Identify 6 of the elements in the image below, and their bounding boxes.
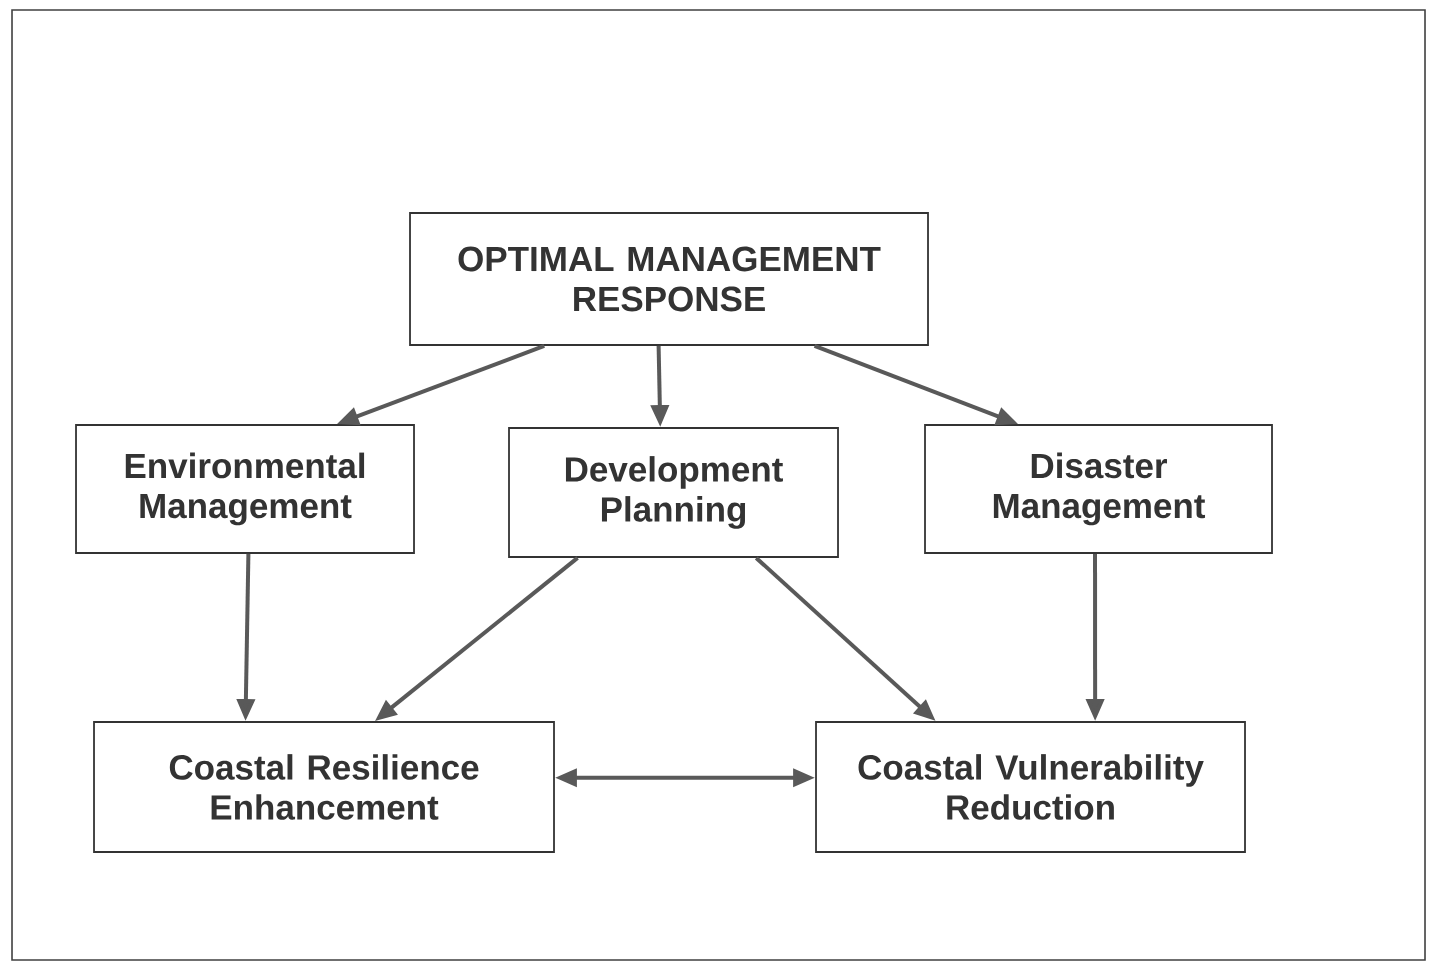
process-box: OPTIMAL MANAGEMENT RESPONSE: [409, 212, 929, 346]
process-box: Disaster Management: [924, 424, 1273, 554]
process-box: Development Planning: [508, 427, 839, 558]
process-box: Coastal Vulnerability Reduction: [815, 721, 1246, 853]
process-box: Environmental Management: [75, 424, 415, 554]
process-box: Coastal Resilience Enhancement: [93, 721, 555, 853]
